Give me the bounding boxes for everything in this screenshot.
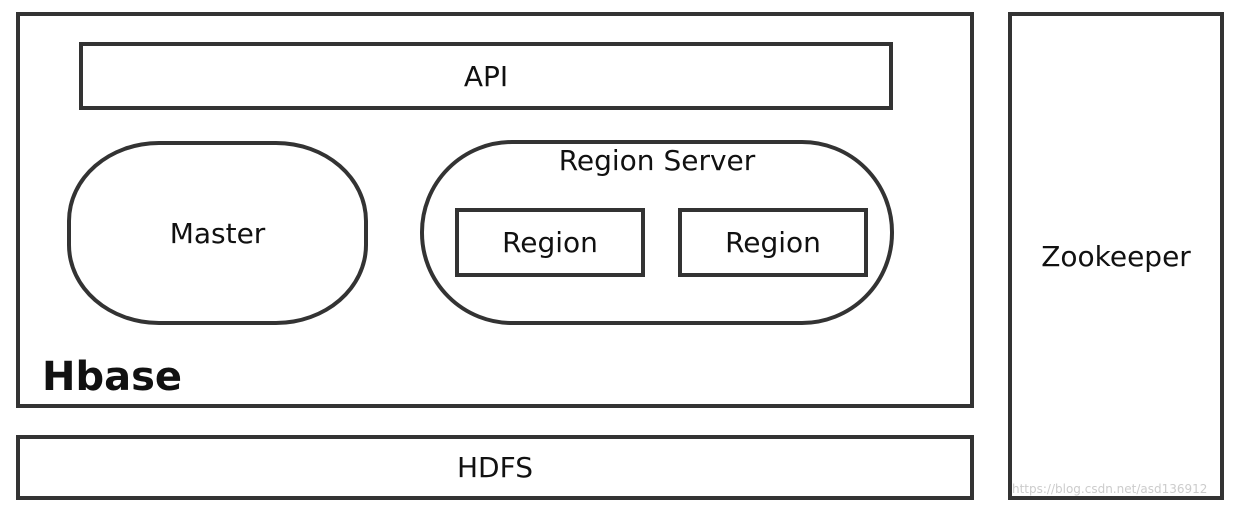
region-label: Region [725, 226, 821, 259]
region-server-label: Region Server [558, 144, 756, 177]
region-box: Region [455, 208, 645, 277]
hdfs-label: HDFS [456, 451, 533, 484]
api-box: API [79, 42, 893, 110]
region-box: Region [678, 208, 868, 277]
region-label: Region [502, 226, 598, 259]
master-label: Master [169, 216, 266, 250]
watermark-text: https://blog.csdn.net/asd136912 [1012, 482, 1208, 496]
api-label: API [463, 59, 509, 93]
zookeeper-label: Zookeeper [1041, 239, 1191, 273]
master-node: Master [67, 141, 368, 325]
hbase-title: Hbase [42, 354, 183, 400]
hdfs-box: HDFS [16, 435, 974, 500]
zookeeper-box: Zookeeper [1008, 12, 1224, 500]
